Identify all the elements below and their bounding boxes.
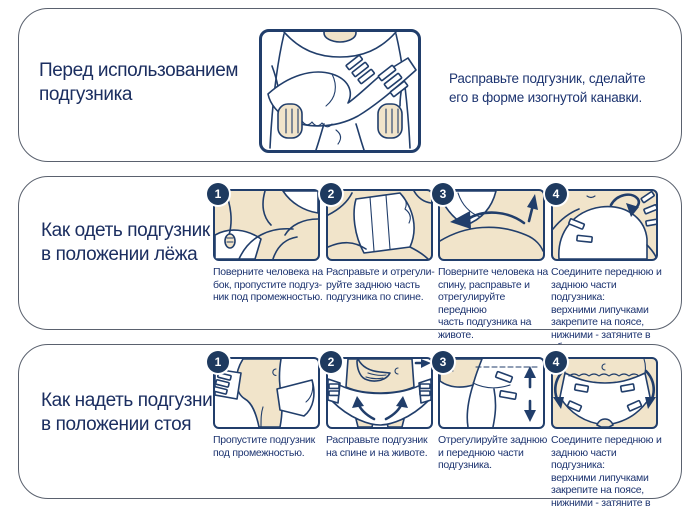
lying-step-3: 3 Поверните человека на спину, расправьт… xyxy=(432,183,551,341)
lying-step-1: 1 Поверните человека на бок, пропустите … xyxy=(207,183,326,304)
pass-under-perineum-illustration xyxy=(215,359,315,427)
section-title-before-use: Перед использованием подгузника xyxy=(39,60,239,105)
standing-step-2: 2 xyxy=(320,351,439,459)
lying-step-2: 2 Расправьте и отрегули- руйте заднюю ча… xyxy=(320,183,439,304)
section-title-standing: Как надеть подгузник в положении стоя xyxy=(41,390,221,435)
prepare-illustration-panel xyxy=(259,29,421,153)
section-standing: Как надеть подгузник в положении стоя 1 … xyxy=(18,344,682,507)
fasten-tabs-illustration xyxy=(553,191,656,259)
step-number-badge: 3 xyxy=(432,351,454,373)
section-lying: Как одеть подгузник в положении лёжа 1 П… xyxy=(18,176,682,353)
person-on-side-illustration xyxy=(215,191,318,259)
step-number-badge: 2 xyxy=(320,351,342,373)
section-before-use: Перед использованием подгузника xyxy=(18,8,682,162)
lying-step-3-panel: 3 xyxy=(432,183,545,261)
step-number-badge: 3 xyxy=(432,183,454,205)
standing-step-4-panel: 4 xyxy=(545,351,658,429)
step-caption: Поверните человека на спину, расправьте … xyxy=(438,266,548,341)
lying-step-1-panel: 1 xyxy=(207,183,320,261)
standing-step-1-panel: 1 xyxy=(207,351,320,429)
standing-step-2-panel: 2 xyxy=(320,351,433,429)
section-title-lying: Как одеть подгузник в положении лёжа xyxy=(41,220,210,265)
step-caption: Соедините переднюю и заднюю части подгуз… xyxy=(551,434,662,507)
standing-step-3-panel: 3 xyxy=(432,351,545,429)
spread-back-belly-standing-illustration xyxy=(328,359,431,427)
spread-back-part-illustration xyxy=(328,191,431,259)
step-caption: Поверните человека на бок, пропустите по… xyxy=(213,266,323,303)
spread-front-on-belly-illustration xyxy=(440,191,543,252)
step-caption: Пропустите подгузник под промежностью. xyxy=(213,434,315,459)
step-number-badge: 1 xyxy=(207,351,229,373)
standing-step-3: 3 Отрегулируйте заднюю и переднюю части … xyxy=(432,351,551,472)
step-number-badge: 4 xyxy=(545,183,567,205)
step-caption: Соедините переднюю и заднюю части подгуз… xyxy=(551,266,662,353)
lying-step-4: 4 Соедините переднюю и заднюю части подг… xyxy=(545,183,664,354)
adjust-back-front-illustration xyxy=(440,359,541,427)
step-number-badge: 2 xyxy=(320,183,342,205)
step-caption: Отрегулируйте заднюю и переднюю части по… xyxy=(438,434,548,471)
prepare-instruction-text: Расправьте подгузник, сделайте его в фор… xyxy=(449,71,646,105)
step-caption: Расправьте и отрегули- руйте заднюю част… xyxy=(326,266,435,303)
lying-step-2-panel: 2 xyxy=(320,183,433,261)
step-number-badge: 4 xyxy=(545,351,567,373)
standing-step-4: 4 Соедините переднюю и заднюю части подг… xyxy=(545,351,664,507)
lying-step-4-panel: 4 xyxy=(545,183,658,261)
step-caption: Расправьте подгузник на спине и на живот… xyxy=(326,434,428,459)
standing-step-1: 1 Пропустите подгузник под промежностью. xyxy=(207,351,326,459)
step-number-badge: 1 xyxy=(207,183,229,205)
hands-spreading-diaper-illustration xyxy=(267,32,417,150)
fasten-tabs-front-view-illustration xyxy=(553,359,656,427)
